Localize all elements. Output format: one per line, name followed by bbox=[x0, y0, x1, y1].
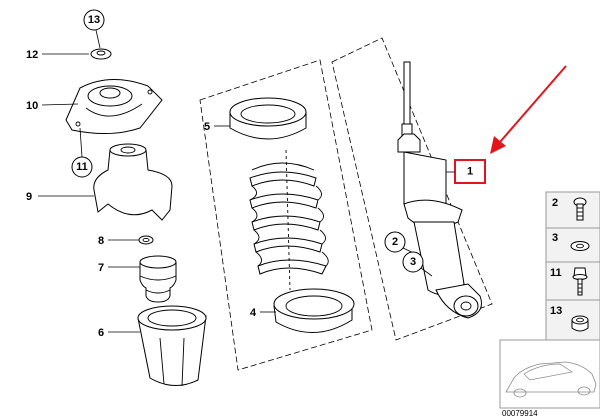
side-panel-row-2[interactable] bbox=[545, 191, 600, 229]
label-1[interactable]: 1 bbox=[467, 166, 473, 178]
label-9: 9 bbox=[26, 191, 32, 203]
part-13-nut[interactable] bbox=[90, 48, 112, 60]
hex-nut-icon bbox=[571, 315, 589, 332]
side-label-11: 11 bbox=[550, 267, 562, 279]
label-4: 4 bbox=[250, 307, 257, 319]
part-7-bump-stop[interactable] bbox=[139, 255, 177, 303]
flange-bolt-icon bbox=[572, 267, 588, 296]
part-10-strut-mount[interactable] bbox=[65, 78, 163, 135]
label-7: 7 bbox=[98, 262, 104, 274]
leader-11 bbox=[79, 127, 83, 158]
label-6: 6 bbox=[98, 327, 104, 339]
label-3: 3 bbox=[410, 256, 416, 268]
leader-3 bbox=[420, 267, 433, 277]
highlight-box bbox=[454, 159, 486, 184]
label-13: 13 bbox=[88, 14, 100, 26]
callout-2[interactable] bbox=[384, 231, 406, 253]
car-thumbnail[interactable] bbox=[499, 339, 600, 409]
part-5-upper-spring-pad[interactable] bbox=[229, 97, 307, 140]
callout-13[interactable] bbox=[83, 9, 105, 31]
pointer-arrow bbox=[490, 65, 567, 154]
side-panel: 2 3 11 13 bbox=[545, 191, 600, 341]
spring-group-frame bbox=[199, 59, 373, 371]
label-5: 5 bbox=[204, 121, 210, 133]
washer-icon bbox=[570, 241, 590, 251]
reference-number: 00079914 bbox=[502, 409, 538, 418]
leader-10 bbox=[41, 103, 79, 106]
damper-group-frame bbox=[331, 37, 493, 341]
part-1-shock-absorber[interactable] bbox=[397, 61, 482, 319]
side-label-3: 3 bbox=[552, 232, 558, 244]
label-12: 12 bbox=[26, 49, 38, 61]
label-2: 2 bbox=[392, 236, 398, 248]
part-9-bump-cup[interactable] bbox=[93, 143, 173, 221]
label-8: 8 bbox=[98, 235, 104, 247]
side-label-2: 2 bbox=[552, 197, 558, 209]
label-10: 10 bbox=[26, 100, 38, 112]
coil-spring[interactable] bbox=[249, 149, 329, 291]
part-8-ring[interactable] bbox=[138, 235, 154, 245]
side-label-13: 13 bbox=[550, 305, 562, 317]
label-11: 11 bbox=[76, 161, 88, 173]
leader-13 bbox=[95, 29, 101, 49]
part-4-lower-spring-pad[interactable] bbox=[273, 288, 355, 333]
callout-3[interactable] bbox=[402, 251, 424, 273]
bolt-icon bbox=[573, 197, 587, 221]
part-6-dust-boot[interactable] bbox=[137, 305, 207, 387]
